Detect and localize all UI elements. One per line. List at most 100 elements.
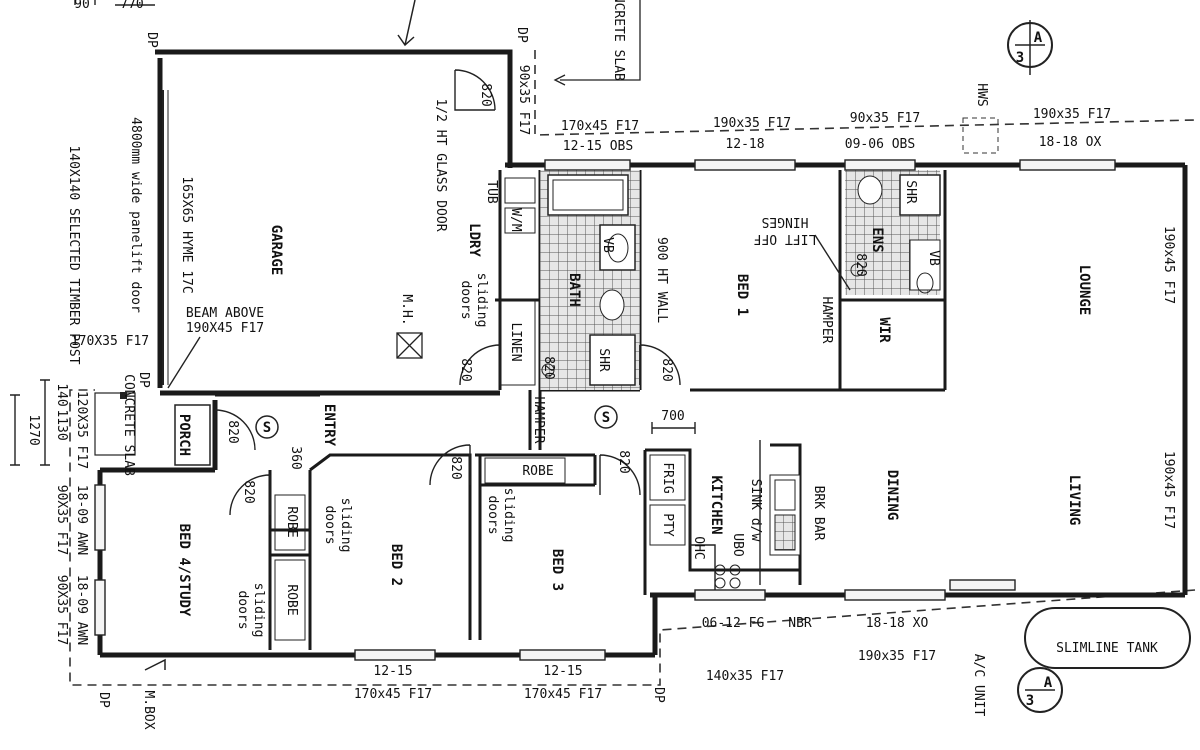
label-pty: PTY — [660, 513, 675, 537]
note-post: 140X140 SELECTED TIMBER POST — [66, 145, 81, 364]
meter-box — [144, 658, 166, 671]
room-lounge: LOUNGE — [1076, 265, 1092, 316]
room-living: LIVING — [1066, 475, 1082, 526]
label-dp-top-right: DP — [514, 27, 529, 43]
room-ens: ENS — [869, 227, 885, 252]
section-number-top: 3 — [1016, 50, 1024, 66]
window-w10: 18-09 AWN — [74, 575, 89, 645]
dim-820-bed4: 820 — [241, 480, 256, 503]
dim-820-bed3: 820 — [448, 456, 463, 479]
section-letter-bottom: A — [1044, 675, 1053, 691]
smoke-detector — [255, 405, 618, 439]
porch-outline — [174, 404, 211, 466]
dim-820-garage: 820 — [478, 83, 493, 106]
door-swings — [214, 69, 681, 516]
note-sliding-bed4: sliding — [251, 583, 266, 638]
leader-line — [560, 0, 641, 81]
room-bed4: BED 4/STUDY — [176, 524, 192, 617]
window-w7: 06-12 FG — [702, 616, 765, 631]
section-letter-top: A — [1034, 30, 1043, 46]
porch-slab — [94, 392, 136, 456]
dim-820-bath: 820 — [541, 356, 556, 379]
note-beam-size: 190X45 F17 — [186, 321, 264, 336]
label-ubo: UBO — [730, 533, 745, 557]
window-w6: 12-15 — [543, 664, 582, 679]
label-slimline-tank: SLIMLINE TANK — [1056, 641, 1158, 656]
dim-1130: 1130 — [54, 409, 69, 440]
label-robe-bed2b: ROBE — [284, 584, 299, 615]
internal-walls — [215, 170, 947, 650]
dim-820-ens: 820 — [853, 253, 868, 276]
lintel-bottom-170a: 170x45 F17 — [354, 687, 432, 702]
note-glass-door: 1/2 HT GLASS DOOR — [433, 98, 448, 231]
label-dp-bottom-left: DP — [96, 692, 111, 708]
note-sliding-ldry: sliding — [474, 273, 489, 328]
note-sliding-bed2: sliding — [338, 498, 353, 553]
lintel-left-90a: 90X35 F17 — [54, 485, 69, 555]
label-shr-ens: SHR — [903, 180, 918, 204]
roof-line — [69, 50, 1196, 686]
window-w5: 12-15 — [373, 664, 412, 679]
smoke-s-2: S — [602, 410, 610, 426]
dim-770: 770 — [120, 0, 143, 12]
label-vb-ens: VB — [926, 250, 941, 266]
bath-fixtures — [541, 174, 636, 386]
note-concrete-slab-top: CONCRETE SLAB — [611, 0, 626, 81]
note-doors-bed2: doors — [322, 505, 337, 544]
dim-820-ldry: 820 — [458, 358, 473, 381]
room-bed2: BED 2 — [388, 544, 404, 586]
window-w8: 18-18 XO — [866, 616, 929, 631]
window-w9: 18-09 AWN — [74, 485, 89, 555]
lintel-bottom-140: 140x35 F17 — [706, 669, 784, 684]
external-walls — [97, 49, 1188, 658]
lintel-left-90b: 90X35 F17 — [54, 575, 69, 645]
note-hinges: HINGES — [762, 214, 809, 229]
dim-1270: 1270 — [26, 414, 41, 445]
label-dp-bottom-mid: DP — [651, 687, 666, 703]
timber-post — [120, 392, 127, 399]
note-doors-bed3: doors — [485, 495, 500, 534]
section-marker-top — [1007, 20, 1053, 75]
note-sliding-bed3: sliding — [501, 488, 516, 543]
window-w2: 12-18 — [725, 137, 764, 152]
label-ac-unit: A/C UNIT — [971, 654, 986, 717]
note-nbr: NBR — [788, 616, 812, 631]
label-ohc: OHC — [691, 536, 706, 559]
room-garage: GARAGE — [268, 225, 284, 276]
note-doors-ldry: doors — [458, 280, 473, 319]
robe-cupboards — [274, 457, 566, 641]
lintel-right-190a: 190x45 F17 — [1161, 226, 1176, 304]
label-mh: M.H. — [399, 294, 414, 325]
room-bath: BATH — [566, 273, 582, 307]
room-linen: LINEN — [508, 322, 523, 361]
label-mbox: M.BOX — [141, 690, 156, 729]
label-vb-bath: VB — [600, 237, 615, 253]
beam-leader — [167, 336, 201, 389]
section-number-bottom: 3 — [1026, 693, 1034, 709]
lintel-top-190-right: 190x35 F17 — [1033, 107, 1111, 122]
ensuite-fixtures — [850, 174, 941, 294]
label-hamper-bed1: HAMPER — [819, 297, 834, 344]
lintel-bottom-190: 190x35 F17 — [858, 649, 936, 664]
label-tub: TUB — [484, 180, 499, 204]
section-marker-bottom — [1017, 667, 1063, 713]
room-ldry: LDRY — [466, 223, 482, 257]
dim-820-kitchen: 820 — [616, 450, 631, 473]
window-w1: 12-15 OBS — [563, 139, 633, 154]
smoke-s-1: S — [263, 420, 271, 436]
lintel-bottom-170b: 170x45 F17 — [524, 687, 602, 702]
label-frig: FRIG — [660, 462, 675, 493]
dimension-lines — [10, 0, 696, 466]
room-dining: DINING — [884, 470, 900, 521]
lintel-top-170: 170x45 F17 — [561, 119, 639, 134]
lintel-top-190: 190x35 F17 — [713, 116, 791, 131]
note-concrete-slab: CONCRETE SLAB — [121, 374, 136, 476]
dim-360: 360 — [288, 446, 303, 469]
room-kitchen: KITCHEN — [708, 475, 724, 534]
label-brk-bar: BRK BAR — [811, 486, 826, 541]
kitchen-fixtures — [649, 440, 801, 595]
label-hamper-hall: HAMPER — [531, 397, 546, 444]
dim-700: 700 — [661, 409, 684, 424]
lintel-right-190b: 190x45 F17 — [1161, 451, 1176, 529]
